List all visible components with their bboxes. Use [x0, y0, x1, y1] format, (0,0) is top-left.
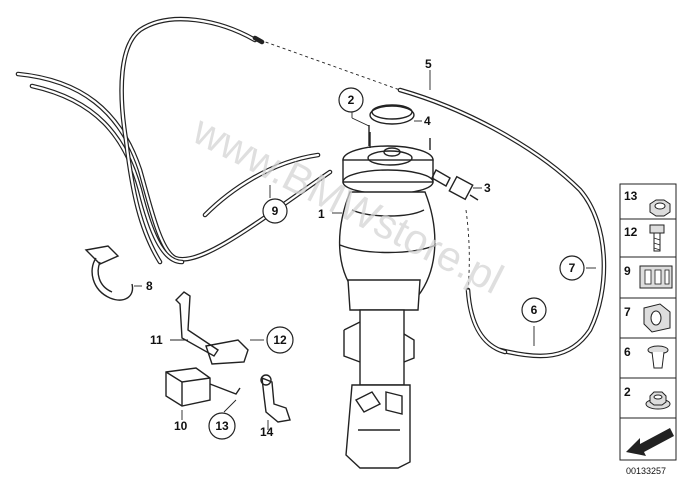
- cap-part-4: [369, 104, 415, 125]
- leader-lines: [134, 70, 596, 430]
- callout-8: 8: [146, 279, 153, 293]
- small-parts-legend: 13 12 9 7 6: [619, 183, 677, 461]
- legend-label: 13: [624, 189, 638, 203]
- callout-label: 7: [569, 261, 576, 275]
- air-line-top-loop: [119, 16, 258, 265]
- callout-3: 3: [484, 181, 491, 195]
- callout-label: 9: [272, 204, 279, 218]
- callout-2: 2: [338, 87, 364, 113]
- callout-label: 1: [318, 207, 325, 221]
- callout-5: 5: [425, 57, 432, 71]
- callout-label: 5: [425, 57, 432, 71]
- callout-label: 11: [150, 333, 163, 347]
- callout-label: 3: [484, 181, 491, 195]
- callout-6: 6: [521, 297, 547, 323]
- bolt-icon: [649, 224, 665, 252]
- callout-7: 7: [559, 255, 585, 281]
- callout-11: 11: [150, 333, 163, 347]
- legend-label: 6: [624, 345, 631, 359]
- clip-icon: [643, 303, 671, 333]
- flange-nut-icon: [645, 391, 671, 410]
- direction-arrow-icon: [626, 428, 674, 456]
- callout-label: 4: [424, 114, 431, 128]
- callout-label: 13: [215, 419, 229, 433]
- expanding-rivet-icon: [647, 345, 669, 369]
- callout-14: 14: [260, 425, 274, 439]
- callout-1: 1: [318, 207, 325, 221]
- callout-4: 4: [424, 114, 431, 128]
- callout-label: 8: [146, 279, 153, 293]
- callout-10: 10: [174, 419, 188, 433]
- air-strut: [338, 132, 437, 469]
- callout-12: 12: [266, 326, 294, 354]
- diagram-number: 00133257: [626, 466, 666, 476]
- hose-clamp-part-8: [84, 245, 134, 301]
- hex-nut-icon: [649, 199, 671, 217]
- air-line-6: [465, 209, 508, 355]
- valve-part-3: [431, 169, 479, 201]
- cable-holder-icon: [639, 265, 673, 289]
- callout-label: 2: [348, 93, 355, 107]
- callout-9: 9: [262, 198, 288, 224]
- legend-label: 9: [624, 264, 631, 278]
- callout-label: 6: [531, 303, 538, 317]
- air-line-5: [252, 35, 607, 359]
- air-line-left: [15, 71, 333, 265]
- callout-label: 12: [273, 333, 287, 347]
- callout-label: 10: [174, 419, 188, 433]
- legend-label: 7: [624, 305, 631, 319]
- bracket-part-11: [175, 291, 249, 365]
- callout-13: 13: [208, 412, 236, 440]
- height-sensor-part-10: [165, 367, 241, 407]
- callout-label: 14: [260, 425, 274, 439]
- coupling-rod-part-14: [260, 374, 291, 423]
- legend-label: 12: [624, 225, 638, 239]
- legend-label: 2: [624, 385, 631, 399]
